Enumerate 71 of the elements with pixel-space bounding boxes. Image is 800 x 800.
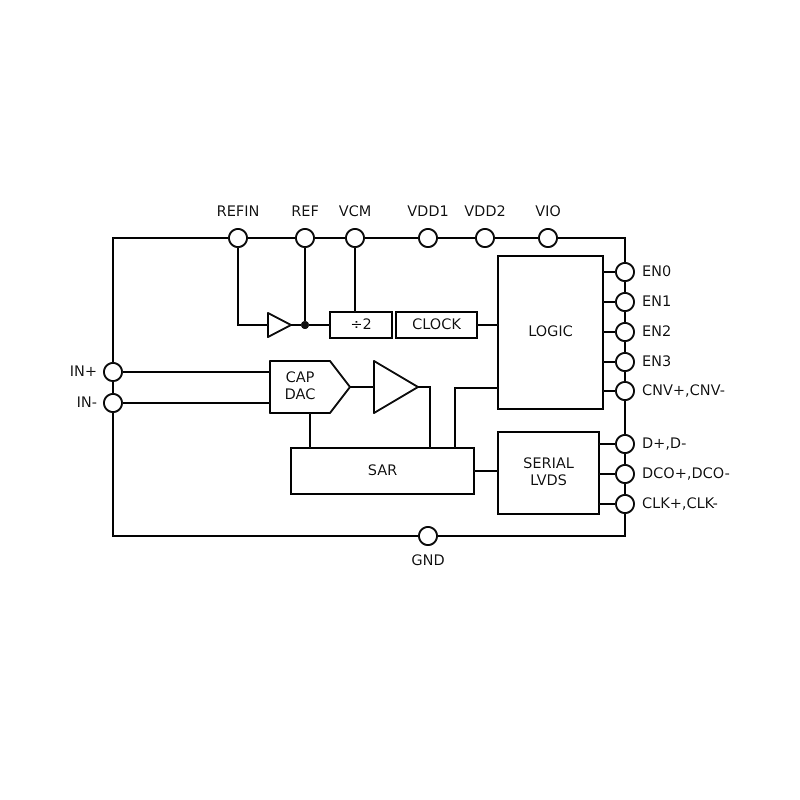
wire [350, 386, 374, 388]
pin-label: VDD2 [464, 203, 506, 221]
block-label: SAR [368, 462, 398, 480]
divider-block [329, 311, 393, 339]
block-label: SERIAL LVDS [522, 456, 575, 490]
chip-outline [112, 237, 626, 537]
clock-block [395, 311, 478, 339]
wire [475, 470, 497, 472]
pin-label: VCM [338, 203, 372, 221]
amplifier-symbol [373, 360, 419, 414]
pin-label: EN0 [642, 263, 672, 281]
wire [291, 324, 301, 326]
sar-block [290, 447, 475, 495]
pin-label: REF [291, 203, 319, 221]
pin-label: IN- [76, 394, 97, 412]
pin-circle [615, 434, 635, 454]
pin-label: REFIN [216, 203, 260, 221]
serializer-block [497, 431, 600, 515]
pin-label: VIO [535, 203, 561, 221]
dac-block [269, 360, 351, 414]
pin-label: DCO+,DCO- [642, 465, 730, 483]
pin-circle [615, 262, 635, 282]
pin-label: EN3 [642, 353, 672, 371]
block-label: CLOCK [412, 316, 461, 334]
logic-block [497, 255, 604, 410]
wire [304, 248, 306, 321]
block-label: CAP DAC [284, 370, 316, 404]
wire [418, 386, 431, 447]
wire [237, 248, 268, 326]
pin-circle [615, 292, 635, 312]
pin-circle [103, 393, 123, 413]
pin-circle [615, 352, 635, 372]
wire [604, 390, 615, 392]
wire [454, 387, 497, 447]
wire [600, 503, 615, 505]
pin-label: GND [411, 552, 445, 570]
wire [123, 402, 270, 404]
wire [604, 271, 615, 273]
pin-label: CNV+,CNV- [642, 382, 725, 400]
wire [309, 413, 311, 447]
wire [604, 301, 615, 303]
pin-circle [615, 381, 635, 401]
pin-circle [538, 228, 558, 248]
pin-circle [615, 322, 635, 342]
pin-circle [418, 228, 438, 248]
wire [604, 361, 615, 363]
block-label: LOGIC [528, 324, 573, 341]
junction-dot [301, 321, 309, 329]
pin-label: IN+ [70, 363, 97, 381]
buffer-symbol [267, 312, 292, 338]
wire [600, 443, 615, 445]
wire [478, 324, 497, 326]
pin-label: EN1 [642, 293, 672, 311]
wire [600, 473, 615, 475]
pin-circle [295, 228, 315, 248]
pin-circle [418, 526, 438, 546]
pin-label: CLK+,CLK- [642, 495, 718, 513]
pin-circle [345, 228, 365, 248]
pin-circle [103, 362, 123, 382]
pin-circle [475, 228, 495, 248]
wire [354, 248, 356, 311]
pin-circle [615, 494, 635, 514]
wire [123, 371, 270, 373]
pin-label: EN2 [642, 323, 672, 341]
pin-circle [615, 464, 635, 484]
wire [604, 331, 615, 333]
wire [309, 324, 329, 326]
pin-circle [228, 228, 248, 248]
block-label: ÷2 [350, 316, 372, 334]
pin-label: D+,D- [642, 435, 686, 453]
pin-label: VDD1 [407, 203, 449, 221]
